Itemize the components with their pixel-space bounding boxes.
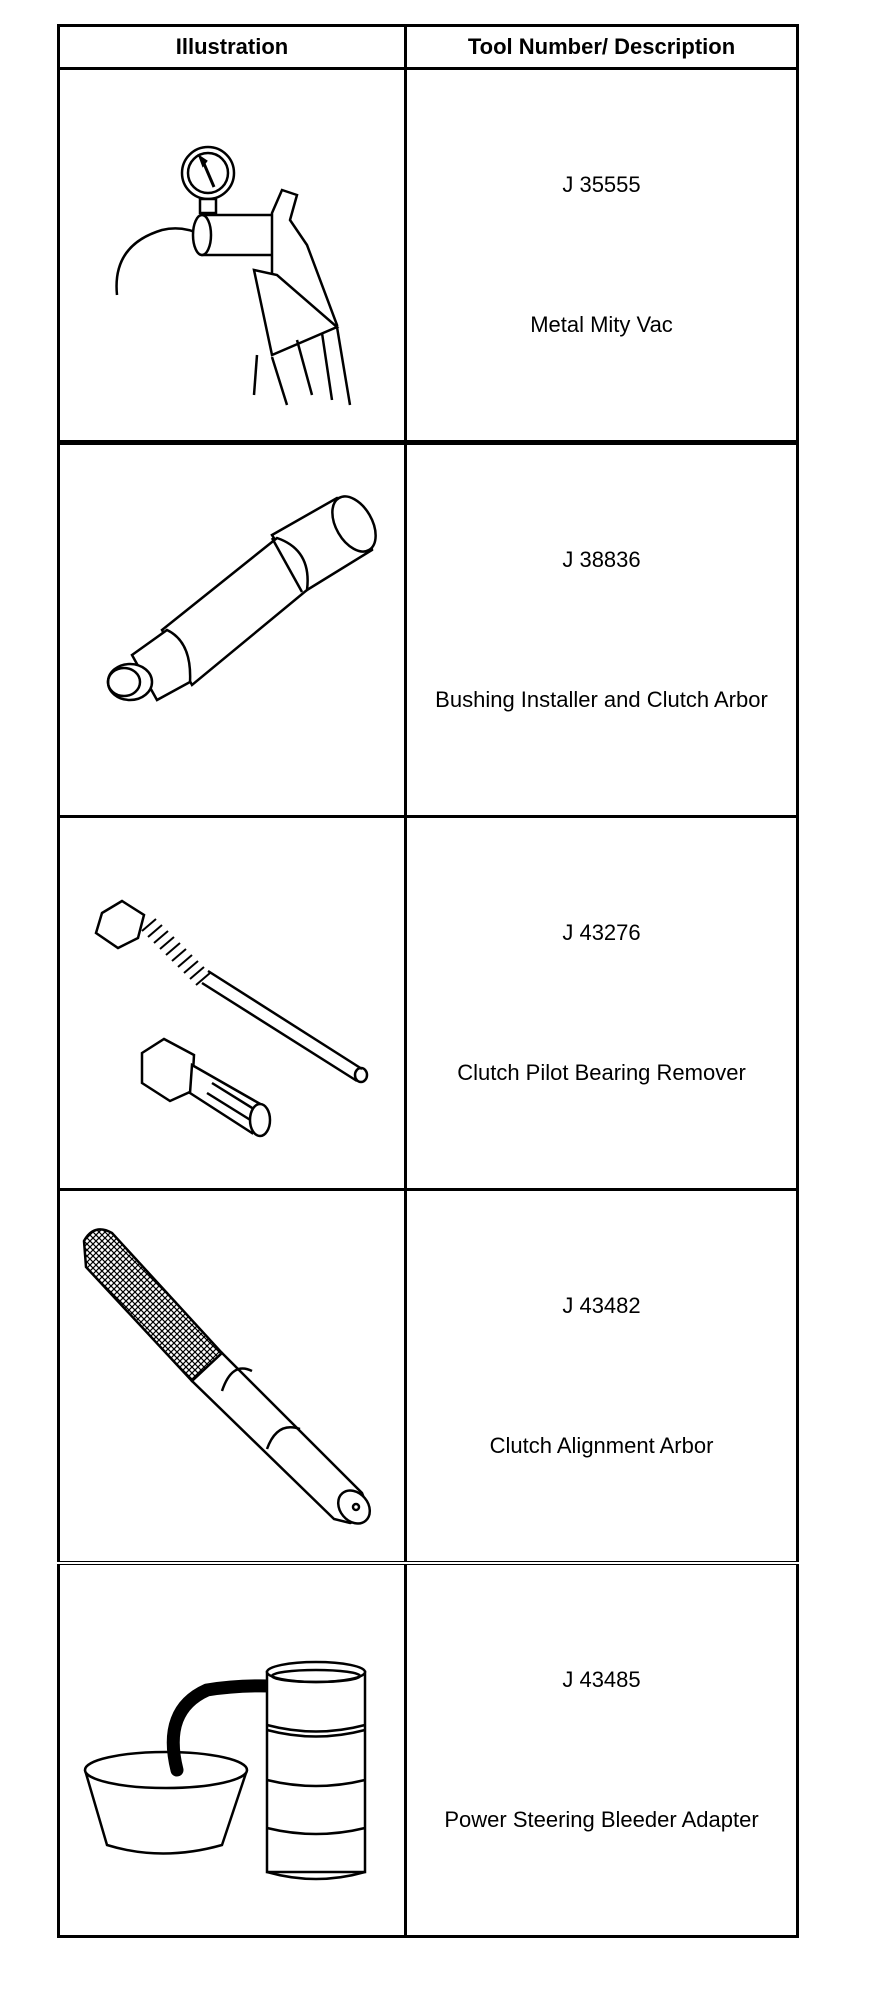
tool-description: Metal Mity Vac [530, 312, 673, 337]
header-row: Illustration Tool Number/ Description [57, 24, 799, 70]
bushing-installer-icon [106, 495, 377, 702]
description-cell: J 35555 Metal Mity Vac [404, 67, 799, 444]
table-row: J 43485 Power Steering Bleeder Adapter [57, 1561, 799, 1938]
tool-number: J 35555 [562, 172, 641, 197]
tool-number: J 38836 [562, 547, 641, 572]
tool-number: J 43482 [562, 1293, 641, 1318]
illustration-cell [57, 67, 407, 444]
illustration-cell [57, 1188, 407, 1565]
table-row: J 38836 Bushing Installer and Clutch Arb… [57, 440, 799, 818]
description-cell: J 43482 Clutch Alignment Arbor [404, 1188, 799, 1565]
special-tools-table: Illustration Tool Number/ Description [57, 24, 799, 1938]
illustration-cell [57, 1561, 407, 1938]
tool-number: J 43485 [562, 1667, 641, 1692]
illustration-header: Illustration [57, 24, 407, 70]
bleeder-adapter-icon [83, 1660, 367, 1881]
description-cell: J 43276 Clutch Pilot Bearing Remover [404, 815, 799, 1191]
illustration-cell [57, 815, 407, 1191]
tool-number: J 43276 [562, 920, 641, 945]
alignment-arbor-icon [82, 1228, 372, 1525]
table-row: J 43482 Clutch Alignment Arbor [57, 1188, 799, 1565]
tool-description: Clutch Alignment Arbor [489, 1433, 714, 1458]
description-cell: J 43485 Power Steering Bleeder Adapter [404, 1561, 799, 1938]
description-cell: J 38836 Bushing Installer and Clutch Arb… [404, 440, 799, 818]
table-row: J 43276 Clutch Pilot Bearing Remover [57, 815, 799, 1191]
pilot-bearing-remover-icon [94, 899, 369, 1138]
tool-description: Power Steering Bleeder Adapter [444, 1807, 759, 1832]
tool-number-description-header: Tool Number/ Description [404, 24, 799, 70]
table-row: J 35555 Metal Mity Vac [57, 67, 799, 444]
tool-description: Bushing Installer and Clutch Arbor [435, 687, 768, 712]
tool-description: Clutch Pilot Bearing Remover [457, 1060, 746, 1085]
illustration-cell [57, 440, 407, 818]
vacuum-pump-icon [115, 145, 352, 406]
